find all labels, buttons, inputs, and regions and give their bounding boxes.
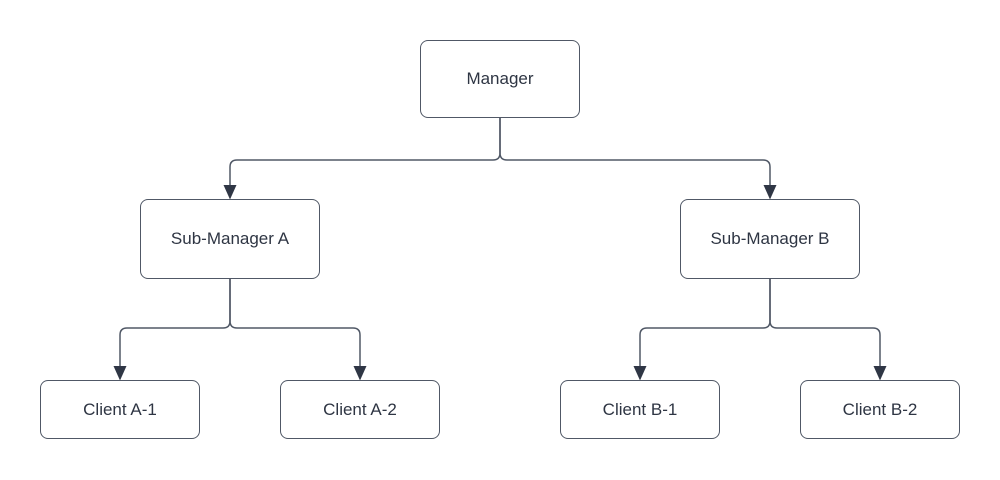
node-sub-manager-b-label: Sub-Manager B bbox=[710, 229, 830, 248]
arrowhead-down-icon bbox=[873, 366, 887, 381]
arrowhead-down-icon bbox=[113, 366, 127, 381]
node-sub-manager-a-label: Sub-Manager A bbox=[170, 229, 290, 248]
connector-sub-manager-a-to-client-a2[interactable] bbox=[229, 279, 367, 381]
arrowhead-down-icon bbox=[353, 366, 367, 381]
connector-manager-to-sub-manager-b[interactable] bbox=[499, 118, 777, 200]
connector-sub-manager-a-to-client-a1[interactable] bbox=[113, 279, 231, 381]
arrowhead-down-icon bbox=[633, 366, 647, 381]
connector-sub-manager-b-to-client-b1[interactable] bbox=[633, 279, 771, 381]
connector-manager-to-sub-manager-a[interactable] bbox=[223, 118, 501, 200]
node-client-a2-label: Client A-2 bbox=[323, 399, 397, 419]
node-sub-manager-a[interactable]: Sub-Manager A bbox=[140, 199, 320, 279]
node-manager-label: Manager bbox=[466, 69, 534, 88]
node-client-a1[interactable]: Client A-1 bbox=[40, 380, 200, 439]
connector-sub-manager-b-to-client-b2[interactable] bbox=[769, 279, 887, 381]
node-client-b2[interactable]: Client B-2 bbox=[800, 380, 960, 439]
node-client-b2-label: Client B-2 bbox=[842, 399, 918, 419]
node-client-b1-label: Client B-1 bbox=[602, 399, 678, 419]
node-client-b1[interactable]: Client B-1 bbox=[560, 380, 720, 439]
node-manager[interactable]: Manager bbox=[420, 40, 580, 118]
node-client-a2[interactable]: Client A-2 bbox=[280, 380, 440, 439]
node-sub-manager-b[interactable]: Sub-Manager B bbox=[680, 199, 860, 279]
arrowhead-down-icon bbox=[763, 185, 777, 200]
node-client-a1-label: Client A-1 bbox=[83, 399, 157, 419]
arrowhead-down-icon bbox=[223, 185, 237, 200]
